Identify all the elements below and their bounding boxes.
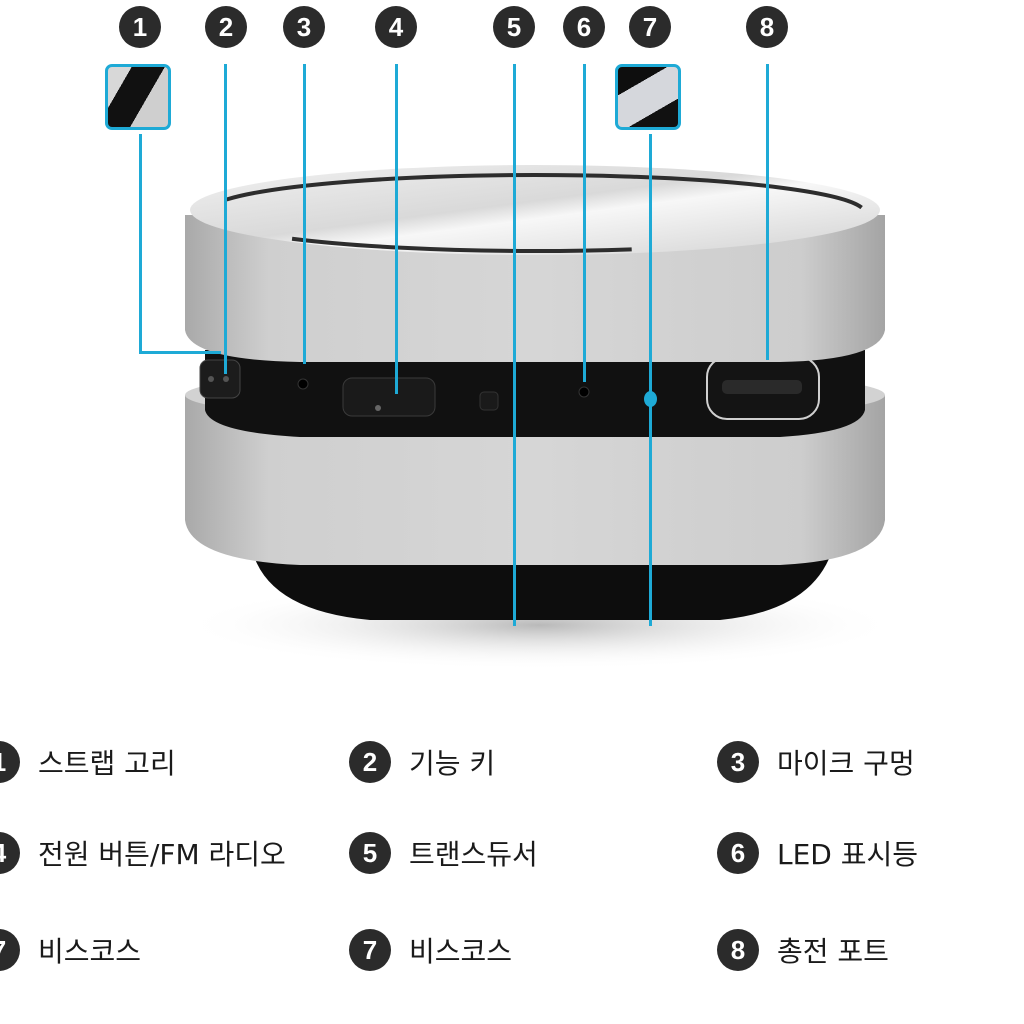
callout-badge-5: 5 xyxy=(493,6,535,48)
callout-badge-2: 2 xyxy=(205,6,247,48)
legend-item-4: 4 전원 버튼/FM 라디오 xyxy=(0,832,286,874)
legend-label-7b: 비스코스 xyxy=(409,935,513,968)
legend-label-6: LED 표시등 xyxy=(777,838,919,871)
legend-item-5: 5 트랜스듀서 xyxy=(349,832,538,874)
callout-badge-6: 6 xyxy=(563,6,605,48)
legend-badge-7a: 7 xyxy=(0,929,20,971)
leader-line-5 xyxy=(513,64,516,626)
legend-label-8: 총전 포트 xyxy=(777,935,889,968)
callout-badge-3: 3 xyxy=(283,6,325,48)
leader-line-8 xyxy=(766,64,769,360)
legend-badge-7b: 7 xyxy=(349,929,391,971)
legend-badge-8: 8 xyxy=(717,929,759,971)
legend-item-6: 6 LED 표시등 xyxy=(717,832,918,874)
viscose-detail-thumbnail xyxy=(615,64,681,130)
strap-hook-detail-thumbnail xyxy=(105,64,171,130)
legend-label-2: 기능 키 xyxy=(409,747,496,780)
leader-line-2 xyxy=(224,64,227,374)
leader-line-1-horizontal xyxy=(139,351,221,354)
callout-badge-7: 7 xyxy=(629,6,671,48)
leader-line-6 xyxy=(583,64,586,382)
legend-item-8: 8 총전 포트 xyxy=(717,929,889,971)
legend-item-3: 3 마이크 구멍 xyxy=(717,741,915,783)
legend-label-3: 마이크 구멍 xyxy=(777,747,915,780)
legend-badge-1: 1 xyxy=(0,741,20,783)
legend-label-7a: 비스코스 xyxy=(38,935,142,968)
callout-badge-1: 1 xyxy=(119,6,161,48)
legend-badge-4: 4 xyxy=(0,832,20,874)
legend-badge-3: 3 xyxy=(717,741,759,783)
callout-badge-4: 4 xyxy=(375,6,417,48)
leader-dot-7 xyxy=(644,391,657,407)
legend-item-7b: 7 비스코스 xyxy=(349,929,512,971)
legend-label-1: 스트랩 고리 xyxy=(38,747,176,780)
legend-label-4: 전원 버튼/FM 라디오 xyxy=(38,838,286,871)
legend-label-5: 트랜스듀서 xyxy=(409,838,538,871)
leader-line-1 xyxy=(139,134,142,354)
leader-line-3 xyxy=(303,64,306,364)
callout-badge-8: 8 xyxy=(746,6,788,48)
legend-badge-2: 2 xyxy=(349,741,391,783)
legend-item-7a: 7 비스코스 xyxy=(0,929,141,971)
legend-badge-6: 6 xyxy=(717,832,759,874)
legend-item-1: 1 스트랩 고리 xyxy=(0,741,176,783)
leader-line-4 xyxy=(395,64,398,394)
leader-line-7 xyxy=(649,134,652,626)
legend-badge-5: 5 xyxy=(349,832,391,874)
legend-item-2: 2 기능 키 xyxy=(349,741,495,783)
